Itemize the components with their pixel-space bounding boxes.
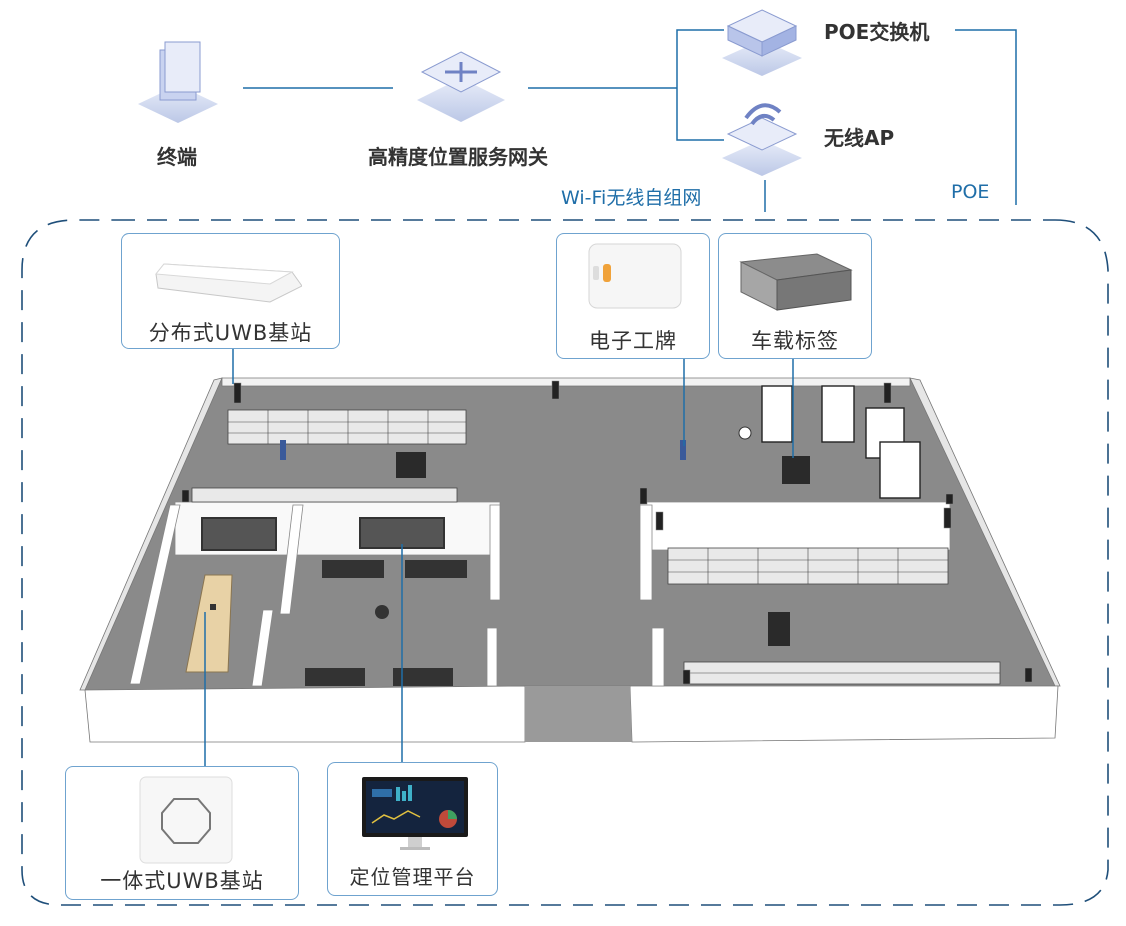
distributed-uwb-callout: 分布式UWB基站 [121,233,340,349]
integrated-uwb-callout: 一体式UWB基站 [65,766,299,900]
wireless-ap-icon [722,103,802,176]
platform-label: 定位管理平台 [349,865,476,889]
terminal-label: 终端 [157,145,197,169]
integrated-uwb-device-icon [139,776,233,864]
monitor-icon [362,777,468,850]
poe-link [955,29,1017,205]
gateway-icon [417,51,505,122]
vehicle-tag-label: 车载标签 [751,329,839,353]
gateway-label: 高精度位置服务网关 [368,145,548,169]
switch-icon [722,9,802,76]
poe-switch-label: POE交换机 [824,20,930,44]
badge-device-icon [588,243,682,309]
platform-callout: 定位管理平台 [327,762,498,896]
integrated-uwb-label: 一体式UWB基站 [100,869,264,893]
vehicle-tag-callout: 车载标签 [718,233,872,359]
distributed-uwb-device-icon [155,263,302,303]
terminal-icon [138,41,218,123]
network-boundary [21,219,1109,906]
building-floorplan [79,377,1061,743]
branch-link [676,29,724,141]
badge-label: 电子工牌 [589,329,677,353]
wifi-mesh-label: Wi-Fi无线自组网 [561,187,702,209]
poe-label: POE [951,181,990,203]
wireless-ap-label: 无线AP [824,126,895,150]
badge-callout: 电子工牌 [556,233,710,359]
distributed-uwb-label: 分布式UWB基站 [148,321,313,345]
vehicle-tag-device-icon [739,253,853,311]
